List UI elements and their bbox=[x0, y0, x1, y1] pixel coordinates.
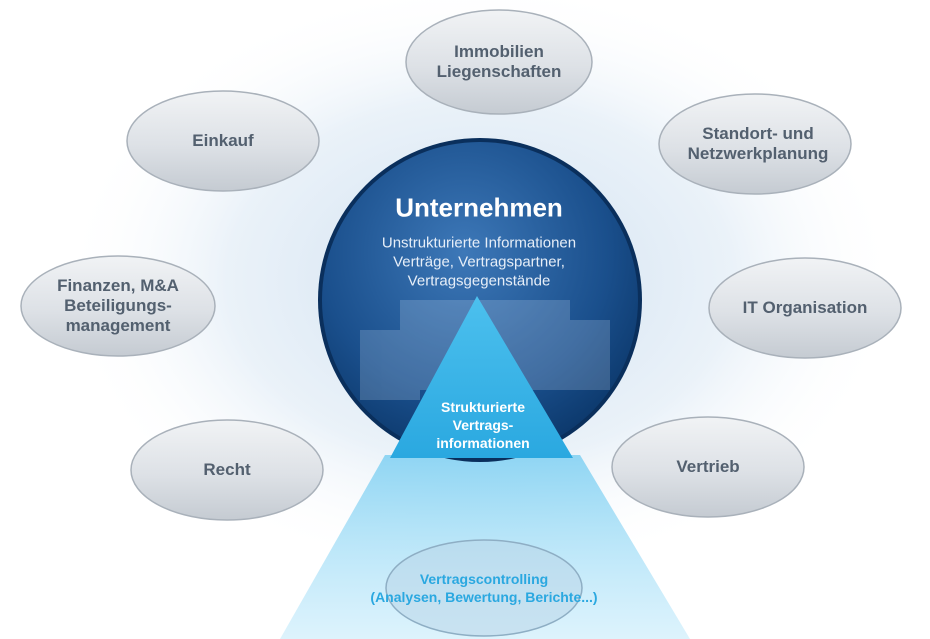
center-subtitle-line2: Verträge, Vertragspartner, bbox=[393, 253, 565, 271]
controlling-label-line2: (Analysen, Bewertung, Berichte...) bbox=[370, 589, 598, 605]
controlling-ellipse bbox=[385, 539, 583, 637]
node-vertrieb-label: Vertrieb bbox=[676, 457, 739, 477]
node-recht-line1: Recht bbox=[203, 460, 251, 479]
controlling-label-line1: Vertragscontrolling bbox=[419, 571, 549, 587]
node-immobilien-line1: Immobilien bbox=[454, 42, 544, 61]
center-circle-inner bbox=[322, 142, 638, 458]
triangle-label-line2: Vertrags- bbox=[452, 417, 514, 433]
node-einkauf-label: Einkauf bbox=[192, 131, 253, 151]
node-vertrieb-ellipse bbox=[611, 416, 805, 518]
node-immobilien-line2: Liegenschaften bbox=[436, 62, 562, 81]
node-einkauf-ellipse bbox=[126, 90, 320, 192]
node-standort-label: Standort- und Netzwerkplanung bbox=[688, 124, 829, 164]
node-it-ellipse bbox=[708, 257, 902, 359]
center-subtitle-line3: Vertragsgegenstände bbox=[407, 272, 551, 290]
node-standort-ellipse bbox=[658, 93, 852, 195]
triangle-label-line3: informationen bbox=[436, 435, 530, 451]
node-it-label: IT Organisation bbox=[743, 298, 868, 318]
triangle-label: Strukturierte Vertrags- informationen bbox=[436, 398, 529, 452]
node-finanzen-label: Finanzen, M&A Beteiligungs- management bbox=[57, 276, 179, 336]
node-vertrieb-line1: Vertrieb bbox=[676, 457, 740, 476]
node-immobilien-label: Immobilien Liegenschaften bbox=[437, 42, 562, 82]
center-subtitle: Unstrukturierte Informationen Verträge, … bbox=[382, 234, 576, 291]
center-subtitle-line1: Unstrukturierte Informationen bbox=[381, 234, 577, 252]
node-standort-line2: Netzwerkplanung bbox=[687, 144, 829, 163]
triangle-label-line1: Strukturierte bbox=[440, 399, 526, 415]
node-immobilien-ellipse bbox=[405, 9, 593, 115]
node-standort-line1: Standort- und bbox=[702, 124, 814, 143]
node-finanzen-line2: Beteiligungs- bbox=[64, 296, 172, 315]
node-finanzen-line3: management bbox=[65, 316, 171, 335]
structured-info-triangle bbox=[390, 296, 573, 458]
node-recht-ellipse bbox=[130, 419, 324, 521]
node-finanzen-ellipse bbox=[20, 255, 216, 357]
center-title: Unternehmen bbox=[395, 192, 563, 223]
node-it-line1: IT Organisation bbox=[742, 298, 868, 317]
node-recht-label: Recht bbox=[203, 460, 250, 480]
controlling-label: Vertragscontrolling (Analysen, Bewertung… bbox=[370, 570, 597, 606]
node-finanzen-line1: Finanzen, M&A bbox=[57, 276, 179, 295]
node-einkauf-line1: Einkauf bbox=[192, 131, 254, 150]
